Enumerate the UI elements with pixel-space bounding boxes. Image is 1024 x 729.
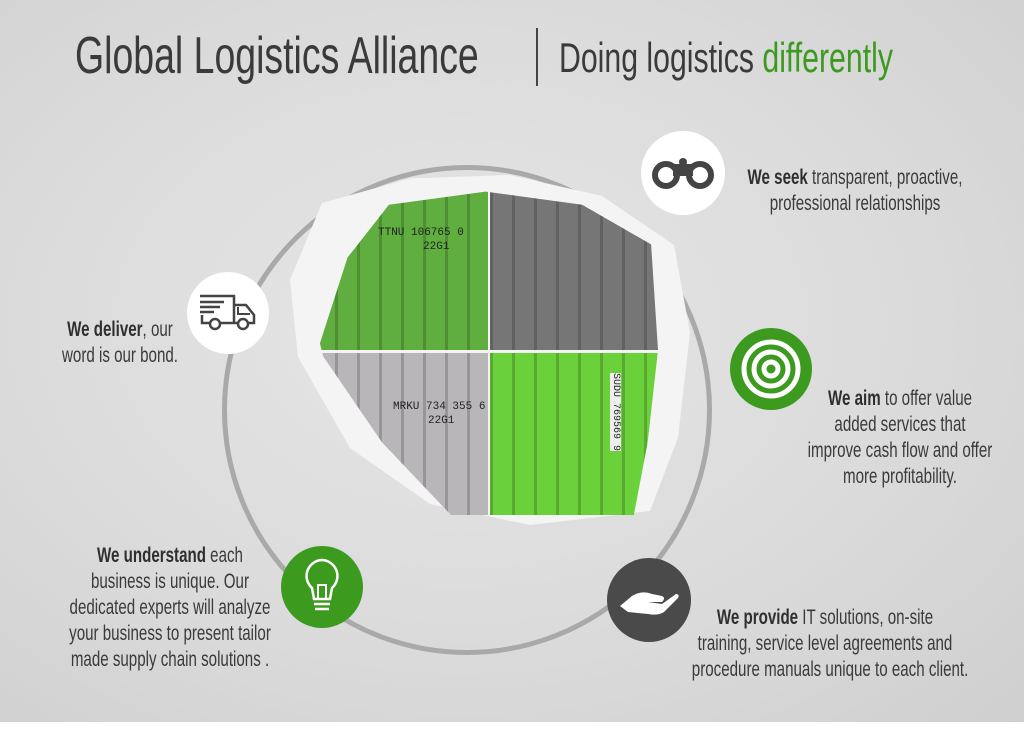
item-line: , our: [142, 318, 173, 341]
lightbulb-icon: [281, 546, 363, 628]
item-line: dedicated experts will analyze: [69, 596, 271, 619]
item-we-seek: We seek transparent, proactive, professi…: [690, 165, 1020, 217]
item-line: transparent, proactive,: [812, 166, 963, 189]
item-line: improve cash flow and offer: [807, 439, 993, 462]
item-line: IT solutions, on-site: [802, 606, 934, 629]
item-line: made supply chain solutions .: [70, 648, 270, 671]
item-bold: We seek: [747, 166, 808, 189]
item-line: training, service level agreements and: [697, 632, 953, 655]
container-code: MRKU 734 355 6: [393, 401, 486, 413]
header: Global Logistics Alliance Doing logistic…: [0, 22, 1024, 92]
item-we-understand: We understand each business is unique. O…: [0, 543, 340, 673]
container-type: 22G1: [423, 241, 450, 253]
item-bold: We provide: [716, 606, 799, 629]
item-we-deliver: We deliver, our word is our bond.: [20, 317, 220, 369]
item-we-provide: We provide IT solutions, on-site trainin…: [640, 605, 1010, 683]
item-line: to offer value: [884, 387, 973, 410]
page-title: Global Logistics Alliance: [75, 27, 479, 85]
item-bold: We understand: [97, 544, 206, 567]
tagline-prefix: Doing logistics: [559, 34, 754, 81]
item-line: professional relationships: [769, 192, 941, 215]
item-bold: We aim: [827, 387, 881, 410]
truck-icon: [187, 272, 269, 354]
tagline-highlight: differently: [762, 34, 893, 81]
item-line: your business to present tailor: [69, 622, 271, 645]
title-divider: [536, 28, 538, 86]
container-code: TTNU 106765 0: [378, 227, 464, 239]
item-bold: We deliver: [67, 318, 143, 341]
tagline: Doing logistics differently: [559, 34, 893, 82]
item-line: procedure manuals unique to each client.: [691, 658, 969, 681]
process-ring: [222, 165, 712, 655]
item-line: each: [210, 544, 243, 567]
target-icon: [730, 328, 812, 410]
container-code: SUDU 769569 9: [610, 373, 621, 452]
container-grey-top: [490, 191, 658, 350]
container-type: 22G1: [428, 415, 455, 427]
item-we-aim: We aim to offer value added services tha…: [740, 386, 1024, 490]
binoculars-icon: [641, 131, 725, 215]
item-line: word is our bond.: [62, 344, 178, 367]
handshake-icon: [607, 558, 691, 642]
item-line: business is unique. Our: [90, 570, 250, 593]
container-green-bottom: SUDU 769569 9: [490, 353, 658, 515]
item-line: added services that: [834, 413, 966, 436]
item-line: more profitability.: [842, 465, 958, 488]
